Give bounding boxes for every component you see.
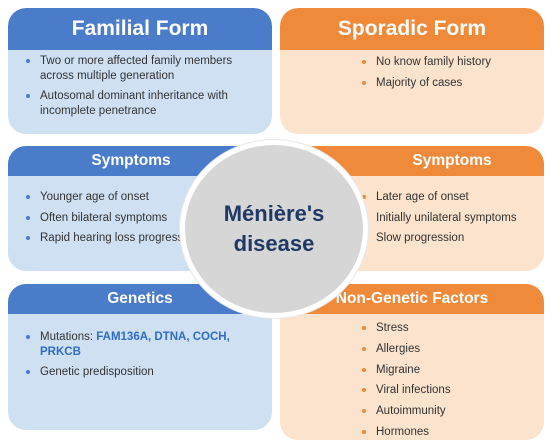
sporadic-form-list: No know family history Majority of cases <box>362 55 537 90</box>
list-item: Initially unilateral symptoms <box>362 211 537 226</box>
center-title-line-1: Ménière's <box>223 201 325 226</box>
list-item: Mutations: FAM136A, DTNA, COCH, PRKCB <box>26 330 266 359</box>
familial-form-panel: Familial Form Two or more affected famil… <box>8 8 272 134</box>
list-item: Migraine <box>362 363 537 378</box>
genetics-panel: Genetics Mutations: FAM136A, DTNA, COCH,… <box>8 284 272 430</box>
list-item: Often bilateral symptoms <box>26 211 206 226</box>
sporadic-form-panel: Sporadic Form No know family history Maj… <box>280 8 544 134</box>
symptoms-familial-list: Younger age of onset Often bilateral sym… <box>26 190 206 246</box>
list-item: Younger age of onset <box>26 190 206 205</box>
center-title: Ménière's disease <box>224 199 325 259</box>
symptoms-sporadic-list: Later age of onset Initially unilateral … <box>362 190 537 246</box>
mutations-label: Mutations: <box>40 331 97 343</box>
familial-form-title: Familial Form <box>8 8 272 50</box>
list-item: Rapid hearing loss progression <box>26 231 206 246</box>
genetics-list: Mutations: FAM136A, DTNA, COCH, PRKCB Ge… <box>26 330 266 380</box>
list-item: Slow progression <box>362 231 537 246</box>
list-item: Majority of cases <box>362 76 537 91</box>
list-item: Two or more affected family members acro… <box>26 54 264 83</box>
list-item: Hormones <box>362 425 537 440</box>
list-item: No know family history <box>362 55 537 70</box>
familial-form-list: Two or more affected family members acro… <box>26 54 264 118</box>
list-item: Autoimmunity <box>362 404 537 419</box>
list-item: Later age of onset <box>362 190 537 205</box>
center-title-line-2: disease <box>233 231 315 256</box>
sporadic-form-title: Sporadic Form <box>280 8 544 50</box>
mutation-genes: FAM136A, DTNA, COCH, PRKCB <box>40 331 230 358</box>
list-item: Allergies <box>362 342 537 357</box>
list-item: Viral infections <box>362 383 537 398</box>
list-item: Stress <box>362 321 537 336</box>
list-item: Autosomal dominant inheritance with inco… <box>26 89 264 118</box>
non-genetic-factors-panel: Non-Genetic Factors Stress Allergies Mig… <box>280 284 544 440</box>
non-genetic-factors-list: Stress Allergies Migraine Viral infectio… <box>362 321 537 439</box>
list-item: Genetic predisposition <box>26 365 266 380</box>
center-circle: Ménière's disease <box>180 140 368 318</box>
